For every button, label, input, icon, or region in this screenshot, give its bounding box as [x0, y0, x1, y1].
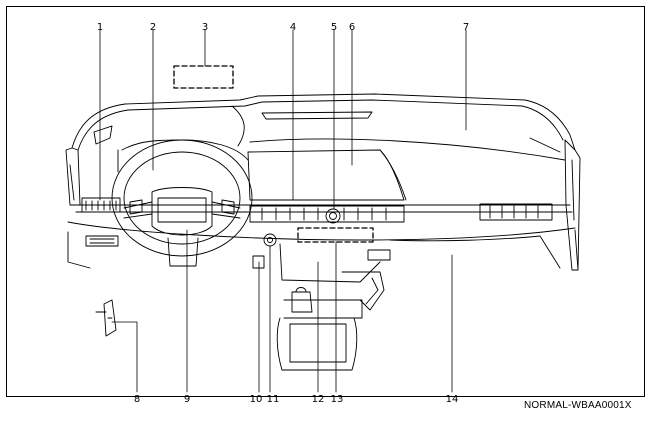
- callout-4: 4: [290, 22, 296, 33]
- callout-leaders: [99, 29, 467, 393]
- dashboard-outline: [65, 93, 581, 283]
- meter-binnacle: [117, 139, 249, 173]
- callout-5: 5: [331, 22, 337, 33]
- lower-switch-10: [252, 255, 265, 269]
- callout-10: 10: [250, 394, 263, 405]
- left-air-vent: [81, 125, 121, 247]
- callout-7: 7: [463, 22, 469, 33]
- callout-13: 13: [331, 394, 344, 405]
- hood-release-lever: [95, 299, 117, 337]
- callout-8: 8: [134, 394, 140, 405]
- callout-9: 9: [184, 394, 190, 405]
- hazard-switch: [325, 208, 341, 224]
- callout-6: 6: [349, 22, 355, 33]
- callout-14: 14: [446, 394, 459, 405]
- hidden-item-13-box: [297, 227, 374, 243]
- centre-console: [276, 271, 385, 371]
- hidden-item-3-box: [173, 65, 234, 89]
- centre-air-vents: [249, 203, 553, 223]
- push-button-ignition: [263, 233, 277, 247]
- diagram-frame: [6, 6, 645, 397]
- figure-reference-code: NORMAL-WBAA0001X: [524, 400, 632, 411]
- callout-12: 12: [312, 394, 325, 405]
- callout-2: 2: [150, 22, 156, 33]
- callout-1: 1: [97, 22, 103, 33]
- callout-3: 3: [202, 22, 208, 33]
- callout-11: 11: [267, 394, 280, 405]
- steering-wheel: [111, 139, 253, 267]
- callout-numbers: 1 2 3 4 5 6 7 8 9 10 11 12 13 14: [97, 22, 469, 405]
